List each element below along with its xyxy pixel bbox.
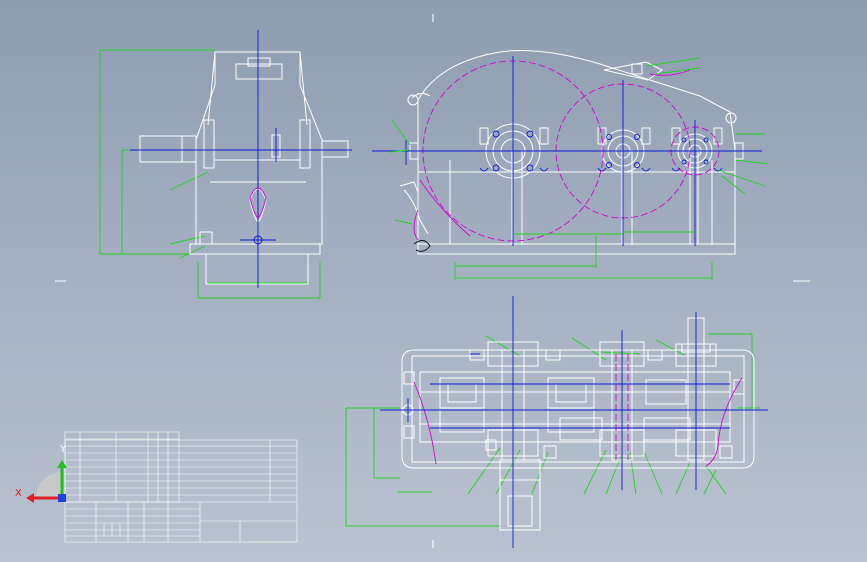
front-view-centerlines [372, 56, 762, 246]
side-view-centerlines [130, 30, 352, 288]
x-axis-label: X [15, 488, 22, 499]
side-view-dimensions [99, 49, 321, 299]
front-view-bolt-holes [479, 130, 723, 172]
top-view-centerlines [380, 296, 768, 548]
drain-plug-outline [413, 240, 431, 252]
parts-list-table [64, 431, 180, 503]
y-axis-arrow [57, 460, 67, 468]
top-view-housing [401, 317, 755, 531]
side-view-housing [139, 51, 349, 285]
sheet-crop-marks [55, 14, 810, 548]
front-view[interactable] [372, 50, 769, 281]
x-axis-arrow [26, 493, 34, 503]
front-view-dimensions [389, 57, 769, 280]
title-block [64, 439, 298, 543]
front-view-housing [399, 50, 744, 255]
top-view-dimensions [345, 333, 760, 527]
oil-sight-pitch-outline [249, 187, 267, 219]
z-axis-marker [58, 494, 66, 502]
axis-triad: Y X [15, 444, 67, 503]
top-view[interactable] [345, 296, 768, 548]
side-view[interactable] [99, 30, 352, 299]
y-axis-label: Y [59, 444, 67, 455]
triad-plane [36, 472, 62, 498]
top-view-pitch-lines [413, 354, 743, 467]
